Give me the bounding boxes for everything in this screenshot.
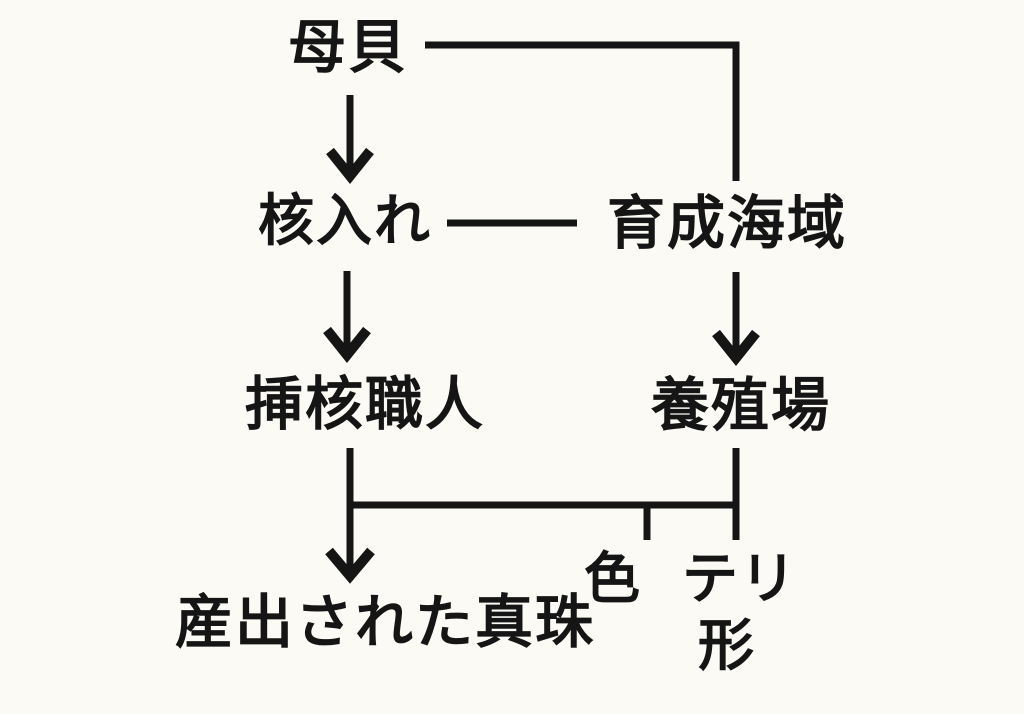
- node-nucleus-insertion: 核入れ: [258, 189, 432, 254]
- node-culture-farm: 養殖場: [650, 371, 832, 439]
- arrow-nucleus-insertion-to-craftsman: [323, 271, 371, 364]
- node-shape: 形: [698, 614, 756, 679]
- node-color: 色: [584, 547, 642, 612]
- elbow-line-mother-shell-to-rearing-sea: [425, 41, 740, 181]
- node-mother-shell: 母貝: [287, 13, 409, 81]
- branch-line-culture-farm: [350, 448, 740, 540]
- node-insertion-craftsman: 挿核職人: [244, 370, 486, 438]
- node-rearing-sea-area: 育成海域: [606, 189, 848, 257]
- arrow-craftsman-to-produced-pearl: [325, 448, 375, 584]
- arrow-rearing-sea-to-culture-farm: [712, 272, 760, 367]
- node-produced-pearl: 産出された真珠: [174, 588, 596, 656]
- arrow-mother-shell-to-nucleus-insertion: [326, 95, 374, 185]
- node-luster: テリ: [682, 547, 798, 612]
